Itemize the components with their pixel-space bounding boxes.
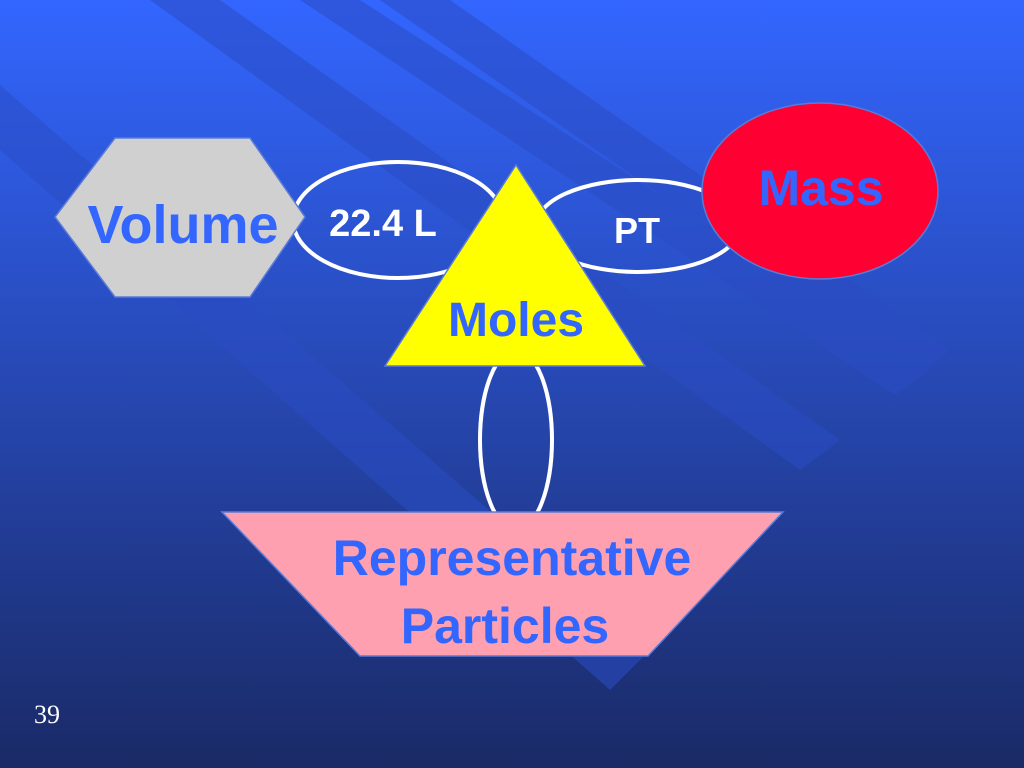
mass-label: Mass bbox=[758, 160, 883, 216]
volume-label: Volume bbox=[87, 195, 278, 255]
volume-hexagon bbox=[54, 137, 306, 298]
page-number: 39 bbox=[34, 700, 60, 729]
connector-moles-mass-label: PT bbox=[614, 210, 660, 251]
particles-label-line2: Particles bbox=[401, 598, 609, 654]
stripe bbox=[380, 0, 950, 375]
moles-triangle bbox=[383, 163, 647, 367]
connector-volume-moles-label: 22.4 L bbox=[329, 203, 437, 245]
mass-ellipse bbox=[701, 102, 939, 280]
particles-label-line1: Representative bbox=[333, 530, 692, 586]
moles-label: Moles bbox=[448, 294, 584, 347]
stripe bbox=[300, 0, 930, 395]
particles-trapezoid bbox=[220, 511, 785, 657]
